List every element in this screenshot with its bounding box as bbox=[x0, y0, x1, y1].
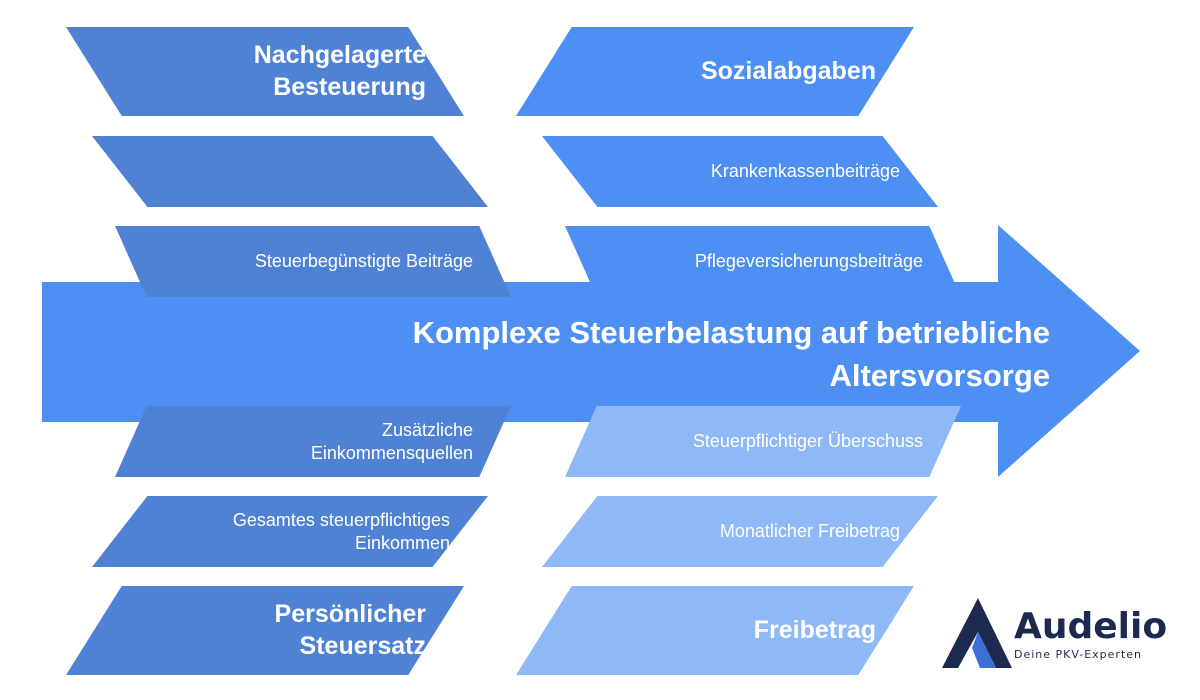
logo-tagline: Deine PKV-Experten bbox=[1014, 648, 1143, 661]
box-label-line1: Steuerpflichtiger Überschuss bbox=[692, 431, 923, 452]
box-label-line1: Pflegeversicherungsbeiträge bbox=[694, 251, 923, 272]
box-steuerpflichtiger-ueberschuss: Steuerpflichtiger Überschuss bbox=[565, 406, 961, 477]
box-nachgelagerte-besteuerung: Nachgelagerte Besteuerung bbox=[66, 27, 464, 116]
box-label-line1: Gesamtes steuerpflichtiges bbox=[232, 510, 450, 530]
box-label-line1: Freibetrag bbox=[753, 615, 876, 644]
box-label-line2: Einkommensquellen bbox=[310, 442, 473, 463]
box-label-line1: Sozialabgaben bbox=[700, 56, 876, 85]
box-zusaetzliche-einkommensquellen: Zusätzliche Einkommensquellen bbox=[115, 406, 511, 477]
box-freibetrag: Freibetrag bbox=[516, 586, 914, 675]
box-steuerbeguenstigte-beitraege: Steuerbegünstigte Beiträge bbox=[115, 226, 511, 297]
box-monatlicher-freibetrag: Monatlicher Freibetrag bbox=[542, 496, 938, 567]
logo-name: Audelio bbox=[1014, 606, 1168, 647]
box-persoenlicher-steuersatz: Persönlicher Steuersatz bbox=[66, 586, 464, 675]
box-label-line1: Persönlicher bbox=[274, 600, 426, 629]
box-label-line2: Besteuerung bbox=[273, 72, 426, 101]
box-label-line1: Steuerbegünstigte Beiträge bbox=[254, 251, 473, 272]
diagram-title: Komplexe Steuerbelastung auf betrieblich… bbox=[300, 312, 1050, 398]
box-pflegeversicherungsbeitraege: Pflegeversicherungsbeiträge bbox=[565, 226, 961, 297]
box-label-line1: Zusätzliche bbox=[381, 420, 473, 440]
box-label-line1: Monatlicher Freibetrag bbox=[719, 521, 900, 542]
title-line2: Altersvorsorge bbox=[829, 357, 1050, 393]
box-label-line1: Krankenkassenbeiträge bbox=[710, 161, 900, 182]
box-label-line2: Einkommen bbox=[354, 532, 450, 553]
audelio-logo-icon bbox=[942, 598, 1012, 668]
box-empty bbox=[92, 136, 488, 207]
box-krankenkassenbeitraege: Krankenkassenbeiträge bbox=[542, 136, 938, 207]
box-label-line2: Steuersatz bbox=[299, 631, 426, 660]
box-sozialabgaben: Sozialabgaben bbox=[516, 27, 914, 116]
box-gesamtes-einkommen: Gesamtes steuerpflichtiges Einkommen bbox=[92, 496, 488, 567]
title-line1: Komplexe Steuerbelastung auf betrieblich… bbox=[412, 315, 1050, 350]
box-label-line1: Nachgelagerte bbox=[253, 41, 426, 70]
